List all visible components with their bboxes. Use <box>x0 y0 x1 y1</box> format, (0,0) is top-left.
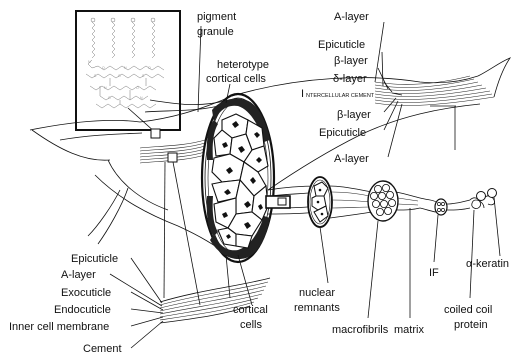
cortex-cross-section <box>202 94 274 305</box>
svg-text:O: O <box>118 74 121 78</box>
label-matrix: matrix <box>394 324 424 336</box>
label-left-cement: Cement <box>83 343 122 355</box>
inset-marker-box <box>151 129 160 138</box>
alpha-helix-icon <box>470 189 500 299</box>
label-protein: protein <box>454 319 488 331</box>
label-heterotype-cortical-cells: cortical cells <box>206 73 266 85</box>
label-alpha-keratin: α-keratin <box>466 258 509 270</box>
label-right-delta: δ-layer <box>333 73 367 85</box>
svg-text:O: O <box>108 96 111 100</box>
label-pigment: pigment <box>197 11 236 23</box>
label-left-inner-membrane: Inner cell membrane <box>9 321 109 333</box>
label-cells: cells <box>240 319 263 331</box>
label-right-beta-top: β-layer <box>334 55 368 67</box>
svg-text:O: O <box>136 86 139 90</box>
label-right-epicuticle-bottom: Epicuticle <box>319 127 366 139</box>
left-cuticle-fan <box>160 278 270 323</box>
cuticle-bundle-left <box>140 140 205 305</box>
macrofibrils <box>368 181 420 318</box>
label-heterotype: heterotype <box>217 59 269 71</box>
label-right-a-layer-top: A-layer <box>334 11 369 23</box>
label-remnants: remnants <box>294 302 340 314</box>
label-right-a-layer-bottom: A-layer <box>334 153 369 165</box>
label-coiled-coil: coiled coil <box>444 304 492 316</box>
label-left-exocuticle: Exocuticle <box>61 287 111 299</box>
label-right-epicuticle-top: Epicuticle <box>318 39 365 51</box>
label-right-beta-bottom: β-layer <box>337 109 371 121</box>
label-cortical: cortical <box>233 304 268 316</box>
label-macrofibrils: macrofibrils <box>332 324 389 336</box>
cuticle-marker-box <box>168 153 177 162</box>
label-nuclear: nuclear <box>299 287 335 299</box>
pigment-pointer <box>198 26 201 112</box>
nuclear-remnants <box>308 177 372 283</box>
left-label-pointers <box>110 258 163 348</box>
label-right-intercellular-cap: I <box>301 88 304 100</box>
svg-text:O: O <box>148 66 151 70</box>
svg-text:O: O <box>102 66 105 70</box>
label-if: IF <box>429 267 439 279</box>
label-right-intercellular-rest: NTERCELLULAR CEMENT <box>306 93 375 99</box>
label-left-epicuticle: Epicuticle <box>71 253 118 265</box>
label-left-endocuticle: Endocuticle <box>54 304 111 316</box>
label-granule: granule <box>197 26 234 38</box>
intermediate-filament <box>420 198 470 262</box>
label-left-a-layer: A-layer <box>61 269 96 281</box>
